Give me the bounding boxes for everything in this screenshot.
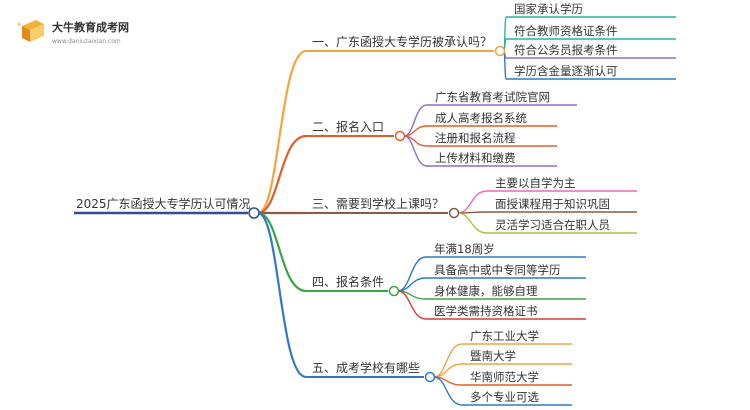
- logo-url: www.daniuzaixian.com: [52, 38, 121, 45]
- branch-collapse-handle[interactable]: [494, 45, 506, 57]
- leaf-connector: [457, 190, 488, 214]
- book-icon: [18, 20, 44, 42]
- branch-label: 一、广东函授大专学历被承认吗？: [312, 34, 492, 49]
- leaf-label: 国家承认学历: [514, 2, 583, 16]
- branch-collapse-handle[interactable]: [424, 371, 436, 383]
- leaf-label: 暨南大学: [470, 349, 516, 363]
- leaf-connector: [433, 376, 463, 406]
- leaf-connector: [403, 135, 428, 167]
- root-label: 2025广东函授大专学历认可情况: [76, 196, 251, 211]
- branch-collapse-handle[interactable]: [388, 285, 400, 297]
- leaf-connector: [457, 212, 488, 234]
- branch-label: 二、报名入口: [312, 119, 384, 134]
- leaf-label: 年满18周岁: [434, 242, 495, 256]
- leaf-label: 学历含金量逐渐认可: [514, 64, 618, 78]
- leaf-connector: [433, 343, 463, 378]
- leaf-label: 广东工业大学: [470, 329, 539, 343]
- logo-name: 大牛教育成考网: [52, 20, 129, 34]
- branch-label: 三、需要到学校上课吗？: [312, 196, 444, 211]
- leaf-label: 医学类需持资格证书: [434, 304, 538, 318]
- leaf-label: 主要以自学为主: [495, 176, 576, 190]
- branch-collapse-handle[interactable]: [448, 207, 460, 219]
- leaf-connector: [403, 104, 428, 137]
- leaf-label: 上传材料和缴费: [435, 151, 516, 165]
- leaf-label: 成人高考报名系统: [435, 111, 527, 125]
- leaf-label: 广东省教育考试院官网: [435, 90, 550, 104]
- branch-connector: [257, 211, 307, 379]
- branch-label: 五、成考学校有哪些: [312, 360, 420, 375]
- leaf-label: 符合公务员报考条件: [514, 43, 618, 57]
- root-collapse-handle[interactable]: [248, 207, 260, 219]
- map-nodes: 2025广东函授大专学历认可情况 一、广东函授大专学历被承认吗？ 国家承认学历符合教…: [74, 2, 676, 406]
- connector-lines: [257, 16, 507, 406]
- branch-label: 四、报名条件: [312, 274, 384, 289]
- branch-connector: [257, 49, 307, 215]
- branch-connector: [257, 211, 307, 293]
- leaf-label: 灵活学习适合在职人员: [495, 218, 610, 232]
- leaf-label: 面授课程用于知识巩固: [495, 197, 610, 211]
- leaf-label: 符合教师资格证条件: [514, 24, 618, 38]
- leaf-label: 身体健康，能够自理: [434, 284, 538, 298]
- branch-collapse-handle[interactable]: [394, 130, 406, 142]
- leaf-connector: [397, 256, 427, 292]
- leaf-connector: [397, 290, 427, 320]
- leaf-label: 多个专业可选: [470, 390, 539, 404]
- site-logo: 大牛教育成考网 www.daniuzaixian.com: [18, 20, 129, 45]
- leaf-label: 注册和报名流程: [435, 131, 516, 145]
- leaf-label: 华南师范大学: [470, 370, 539, 384]
- branch-connector: [257, 134, 307, 215]
- leaf-label: 具备高中或中专同等学历: [434, 263, 561, 277]
